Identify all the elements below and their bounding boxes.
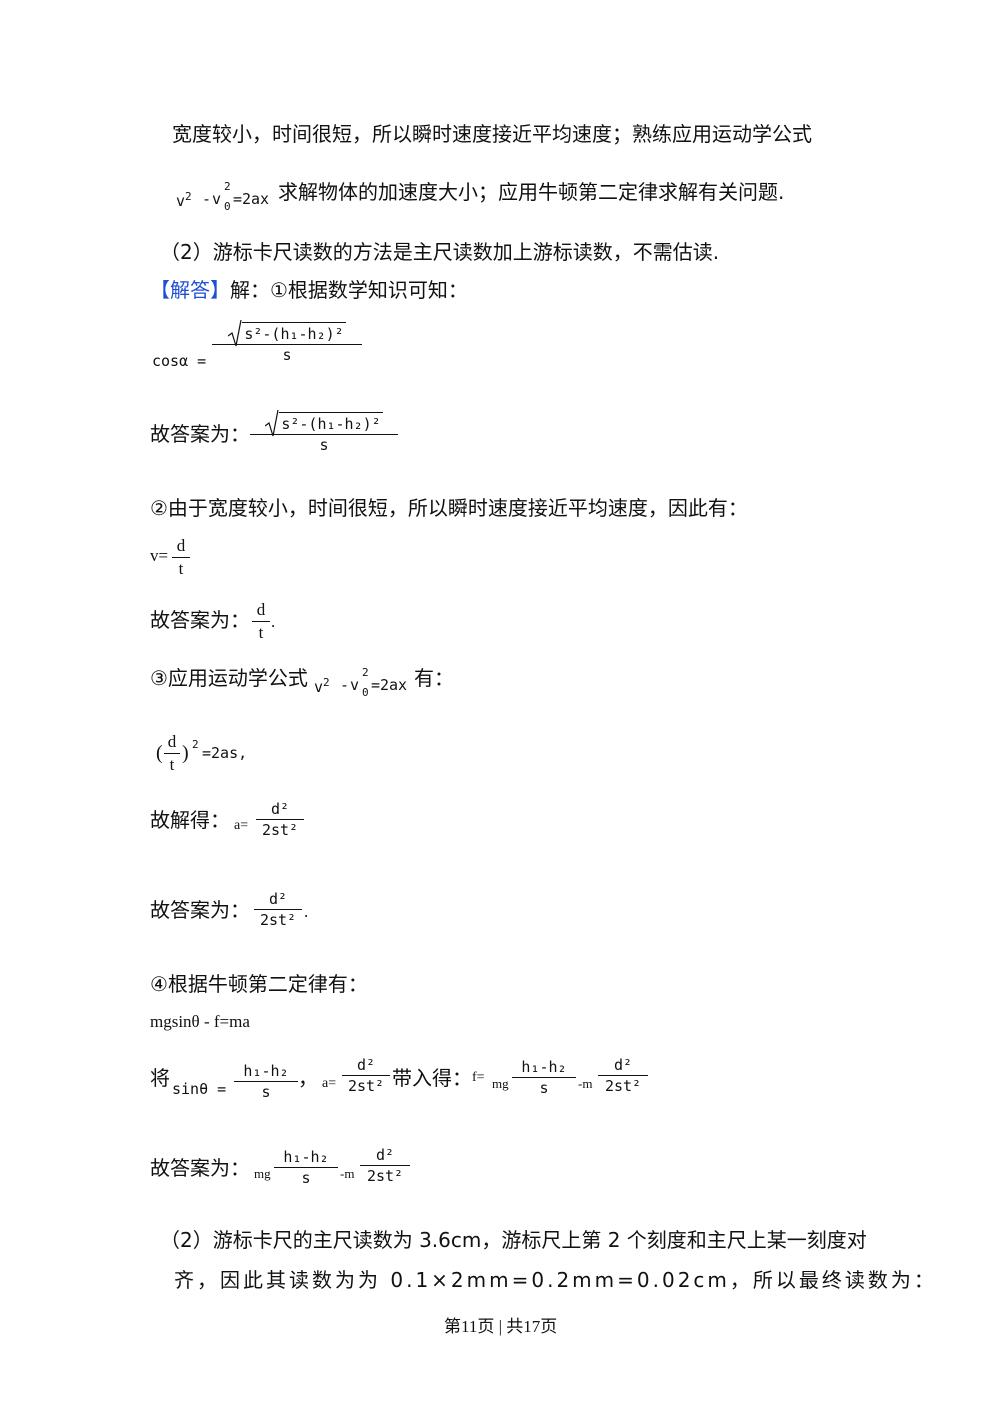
minus-m: -m [340, 1166, 355, 1181]
step-2: ②由于宽度较小，时间很短，所以瞬时速度接近平均速度，因此有： [150, 496, 748, 520]
a-lhs: a= [234, 818, 249, 833]
comma: ， [298, 1066, 318, 1090]
paragraph-line: 宽度较小，时间很短，所以瞬时速度接近平均速度；熟练应用运动学公式 [172, 122, 812, 146]
period: . [271, 612, 276, 631]
answer-bracket: 【解答】 [150, 278, 230, 302]
period: . [304, 902, 309, 921]
newton-equation: mgsinθ - f=ma [150, 1012, 250, 1031]
answer-label: 故答案为： [150, 422, 250, 446]
answer-header: 【解答】解：①根据数学知识可知： [150, 278, 468, 302]
step-4: ④根据牛顿第二定律有： [150, 972, 368, 996]
f-lhs: f= [472, 1070, 485, 1085]
paragraph-line: 求解物体的加速度大小；应用牛顿第二定律求解有关问题. [278, 180, 785, 204]
v-lhs: v= [150, 546, 169, 565]
answer-label: 故答案为： [150, 898, 250, 922]
solve-label: 故解得： [150, 808, 230, 832]
paragraph-line: （2）游标卡尺读数的方法是主尺读数加上游标读数，不需估读. [160, 240, 720, 264]
step-3-pre: ③应用运动学公式 [150, 666, 308, 690]
answer-label: 故答案为： [150, 1156, 250, 1180]
final-paragraph-line2: 齐，因此其读数为为 0.1×2mm=0.2mm=0.02cm，所以最终读数为： [174, 1268, 937, 1292]
substitute-mid: 带入得： [392, 1066, 472, 1090]
final-paragraph-line1: （2）游标卡尺的主尺读数为 3.6cm，游标尺上第 2 个刻度和主尺上某一刻度对 [160, 1228, 867, 1252]
page-footer: 第11页 | 共17页 [444, 1317, 558, 1336]
substitute-pre: 将 [150, 1066, 170, 1090]
cos-fraction: s²-(h₁-h₂)² s [212, 319, 362, 364]
step-3-post: 有： [414, 666, 454, 690]
mg: mg [254, 1166, 271, 1181]
kinematics-formula: v2 - v 2 0 = 2ax [314, 666, 408, 699]
answer-1-fraction: s²-(h₁-h₂)² s [250, 409, 398, 454]
minus-m: -m [578, 1076, 593, 1091]
sin-lhs: sinθ = [172, 1080, 227, 1098]
cos-lhs: cosα = [152, 352, 207, 370]
mg: mg [492, 1076, 509, 1091]
a-lhs: a= [322, 1076, 337, 1091]
answer-label: 故答案为： [150, 608, 250, 632]
answer-intro: 解：①根据数学知识可知： [230, 278, 468, 302]
